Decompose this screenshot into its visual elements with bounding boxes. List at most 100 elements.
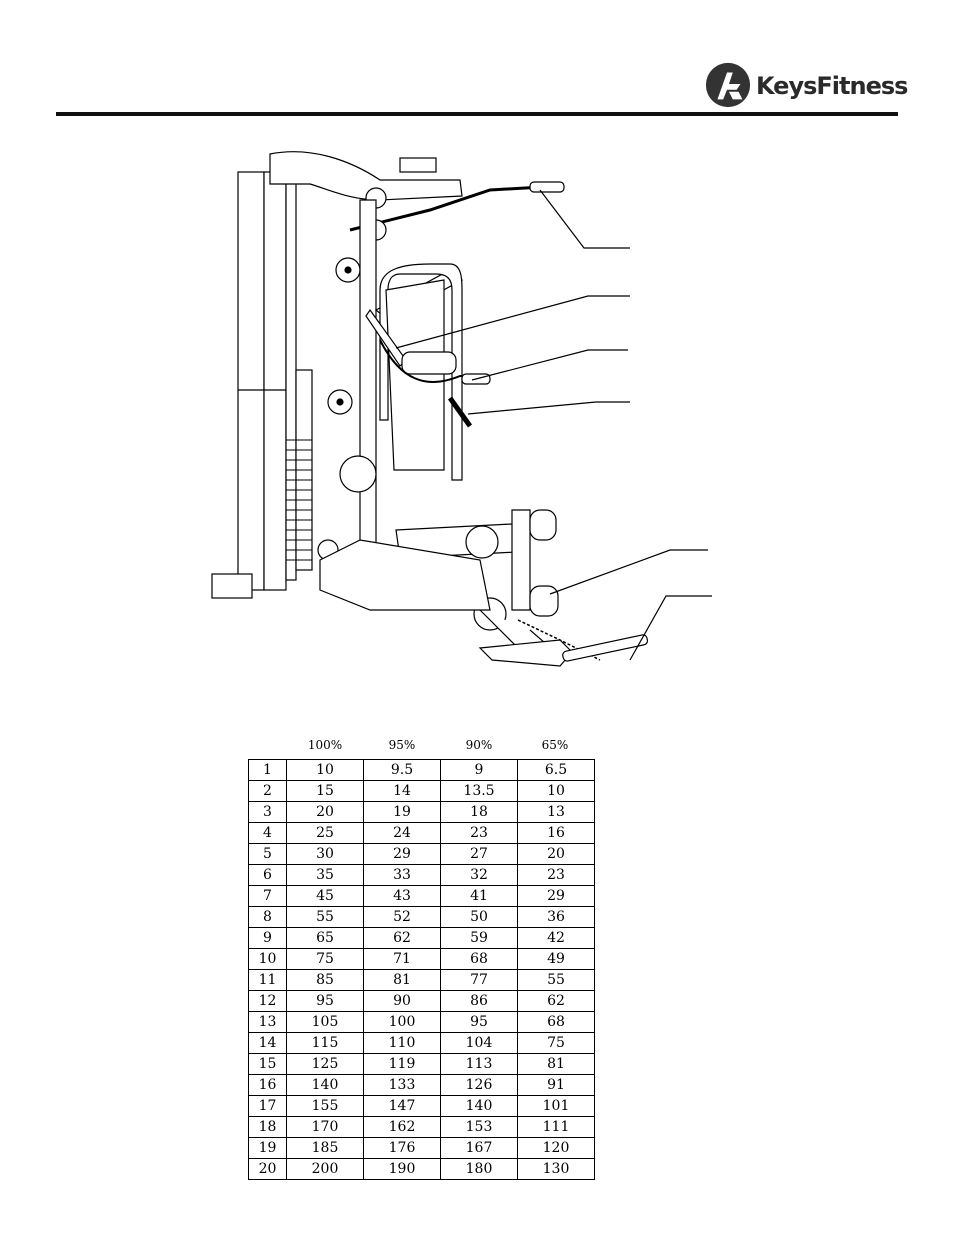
weight-cell: 9 [440,759,518,781]
weight-cell: 140 [286,1074,364,1096]
row-number-cell: 13 [248,1011,287,1033]
weight-cell: 185 [286,1137,364,1159]
weight-cell: 105 [286,1011,364,1033]
weight-cell: 119 [363,1053,441,1075]
home-gym-machine-illustration [211,151,712,667]
brand-name-part1: Keys [756,72,817,100]
weight-cell: 81 [363,969,441,991]
weight-cell: 90 [363,990,441,1012]
row-number-cell: 18 [248,1116,287,1138]
weight-cell: 35 [286,864,364,886]
row-number-cell: 6 [248,864,287,886]
brand-name: KeysFitness [756,72,908,100]
weight-cell: 180 [440,1158,518,1180]
weight-cell: 162 [363,1116,441,1138]
row-number-cell: 12 [248,990,287,1012]
weight-cell: 18 [440,801,518,823]
weight-cell: 19 [363,801,441,823]
weight-cell: 55 [286,906,364,928]
weight-cell: 42 [517,927,595,949]
weight-cell: 13.5 [440,780,518,802]
weight-cell: 33 [363,864,441,886]
row-number-cell: 11 [248,969,287,991]
weight-cell: 200 [286,1158,364,1180]
weight-cell: 15 [286,780,364,802]
row-number-cell: 14 [248,1032,287,1054]
weight-cell: 23 [440,822,518,844]
weight-cell: 153 [440,1116,518,1138]
weight-cell: 101 [517,1095,595,1117]
weight-cell: 10 [286,759,364,781]
header-100: 100% [307,738,343,752]
weight-cell: 71 [363,948,441,970]
weight-cell: 75 [286,948,364,970]
weight-cell: 20 [286,801,364,823]
row-number-cell: 5 [248,843,287,865]
row-number-cell: 7 [248,885,287,907]
brand-name-part2: Fitness [816,72,908,100]
weight-cell: 100 [363,1011,441,1033]
brand-logo: KeysFitness [700,58,908,114]
row-number-cell: 3 [248,801,287,823]
weight-cell: 95 [440,1011,518,1033]
row-number-cell: 9 [248,927,287,949]
weight-cell: 29 [517,885,595,907]
row-number-cell: 20 [248,1158,287,1180]
weight-cell: 25 [286,822,364,844]
weight-cell: 59 [440,927,518,949]
weight-cell: 133 [363,1074,441,1096]
weight-cell: 81 [517,1053,595,1075]
weight-cell: 85 [286,969,364,991]
weight-cell: 23 [517,864,595,886]
weight-cell: 20 [517,843,595,865]
weight-cell: 115 [286,1032,364,1054]
weight-cell: 29 [363,843,441,865]
header-95: 95% [388,738,416,752]
weight-cell: 77 [440,969,518,991]
weight-cell: 68 [440,948,518,970]
weight-cell: 32 [440,864,518,886]
weight-cell: 176 [363,1137,441,1159]
weight-cell: 120 [517,1137,595,1159]
header-rule [56,112,898,116]
row-number-cell: 2 [248,780,287,802]
weight-cell: 30 [286,843,364,865]
weight-cell: 36 [517,906,595,928]
weight-cell: 24 [363,822,441,844]
weight-cell: 104 [440,1032,518,1054]
keys-fitness-logo-icon [705,62,751,108]
weight-cell: 52 [363,906,441,928]
weight-cell: 130 [517,1158,595,1180]
row-number-cell: 8 [248,906,287,928]
row-number-cell: 1 [248,759,287,781]
weight-cell: 14 [363,780,441,802]
weight-cell: 6.5 [517,759,595,781]
weight-cell: 91 [517,1074,595,1096]
weight-cell: 55 [517,969,595,991]
header-90: 90% [465,738,493,752]
row-number-cell: 15 [248,1053,287,1075]
weight-cell: 140 [440,1095,518,1117]
column-headers: 100% 95% 90% 65% [248,734,594,759]
